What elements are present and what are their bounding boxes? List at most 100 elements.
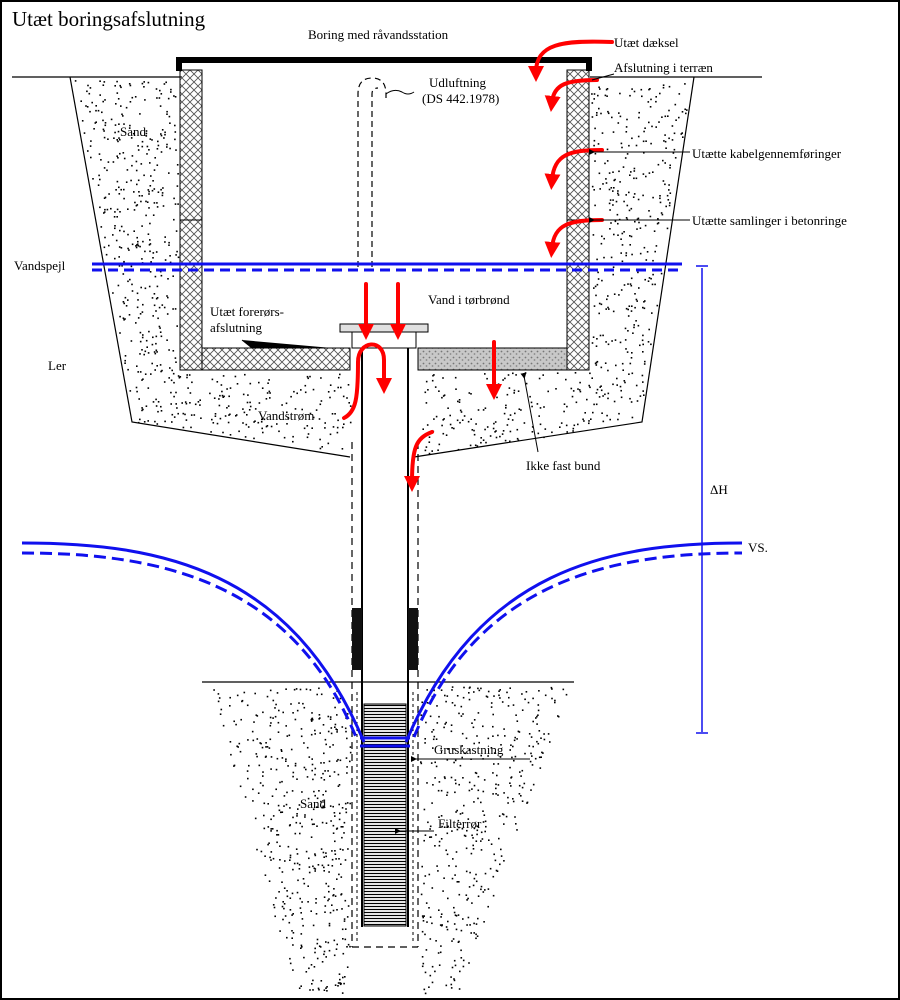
sand-grain	[275, 788, 277, 791]
sand-grain	[223, 395, 225, 398]
sand-grain	[315, 409, 318, 411]
sand-grain	[500, 744, 502, 746]
sand-grain	[498, 815, 501, 817]
excavation-outline	[69, 76, 695, 458]
sand-grain	[438, 443, 441, 446]
sand-grain	[461, 812, 464, 814]
sand-grain	[155, 398, 157, 401]
sand-grain	[534, 757, 537, 760]
sand-grain	[647, 280, 650, 282]
sand-grain	[612, 383, 614, 386]
sand-grain	[296, 862, 299, 865]
sand-grain	[421, 701, 423, 704]
sand-grain	[247, 426, 250, 428]
sand-grain	[114, 225, 116, 227]
sand-grain	[650, 277, 652, 280]
sand-grain	[429, 916, 432, 918]
sand-grain	[319, 946, 322, 948]
seal-left	[352, 608, 362, 670]
sand-grain	[468, 886, 471, 888]
sand-grain	[296, 392, 298, 395]
sand-grain	[547, 733, 550, 735]
sand-grain	[133, 209, 136, 211]
sand-grain	[325, 956, 327, 958]
sand-grain	[330, 727, 333, 729]
sand-grain	[262, 784, 264, 787]
sand-grain	[314, 773, 316, 776]
sand-grain	[678, 116, 680, 119]
sand-grain	[163, 381, 166, 383]
sand-grain	[177, 412, 179, 415]
sand-grain	[209, 392, 211, 395]
sand-grain	[275, 703, 277, 706]
sand-grain	[337, 785, 340, 787]
sand-grain	[174, 131, 177, 133]
sand-grain	[335, 948, 338, 950]
sand-grain	[310, 836, 313, 838]
sand-grain	[164, 259, 167, 261]
sand-grain	[648, 210, 650, 212]
sand-grain	[103, 211, 106, 213]
sand-grain	[300, 947, 302, 949]
sand-grain	[285, 760, 287, 762]
sand-grain	[173, 416, 176, 418]
sand-grain	[636, 400, 639, 402]
sand-grain	[141, 336, 144, 339]
sand-grain	[144, 373, 147, 375]
sand-grain	[665, 205, 667, 208]
sand-grain	[495, 787, 497, 790]
sand-grain	[121, 265, 123, 267]
sand-grain	[124, 296, 127, 299]
sand-grain	[611, 340, 613, 342]
sand-grain	[153, 351, 156, 353]
sand-grain	[296, 813, 298, 815]
sand-grain	[243, 691, 246, 694]
label-bottom: Ikke fast bund	[526, 458, 601, 473]
sand-grain	[456, 809, 458, 812]
sand-grain	[123, 123, 125, 125]
sand-grain	[289, 856, 292, 859]
sand-grain	[524, 752, 526, 755]
sand-grain	[234, 375, 237, 378]
sand-grain	[542, 374, 544, 376]
sand-grain	[331, 413, 334, 415]
sand-grain	[663, 140, 665, 142]
sand-grain	[505, 404, 507, 407]
sand-grain	[636, 300, 638, 302]
sand-grain	[432, 738, 435, 741]
sand-grain	[484, 820, 487, 823]
sand-grain	[127, 368, 129, 371]
sand-grain	[531, 431, 534, 433]
sand-grain	[148, 207, 150, 209]
sand-grain	[137, 145, 139, 147]
sand-grain	[159, 327, 161, 329]
sand-grain	[532, 745, 534, 748]
sand-grain	[340, 893, 342, 896]
sand-grain	[673, 132, 676, 135]
sand-grain	[604, 393, 606, 396]
sand-grain	[107, 161, 110, 163]
sand-grain	[472, 884, 475, 887]
sand-grain	[606, 160, 609, 162]
sand-grain	[607, 392, 610, 395]
sand-grain	[668, 189, 670, 191]
sand-grain	[349, 421, 352, 424]
sand-grain	[464, 752, 467, 755]
sand-grain	[623, 380, 626, 382]
sand-grain	[460, 411, 463, 413]
sand-grain	[185, 419, 188, 421]
sand-grain	[593, 189, 595, 191]
sand-grain	[471, 902, 473, 904]
sand-grain	[182, 412, 185, 415]
sand-grain	[555, 388, 557, 390]
sand-grain	[286, 735, 289, 737]
sand-grain	[476, 935, 479, 937]
sand-grain	[311, 712, 313, 714]
sand-grain	[459, 813, 462, 815]
sand-grain	[521, 800, 524, 802]
sand-grain	[149, 138, 152, 140]
sand-grain	[104, 99, 106, 101]
sand-grain	[629, 244, 631, 246]
sand-grain	[343, 920, 346, 922]
sand-grain	[636, 218, 639, 220]
